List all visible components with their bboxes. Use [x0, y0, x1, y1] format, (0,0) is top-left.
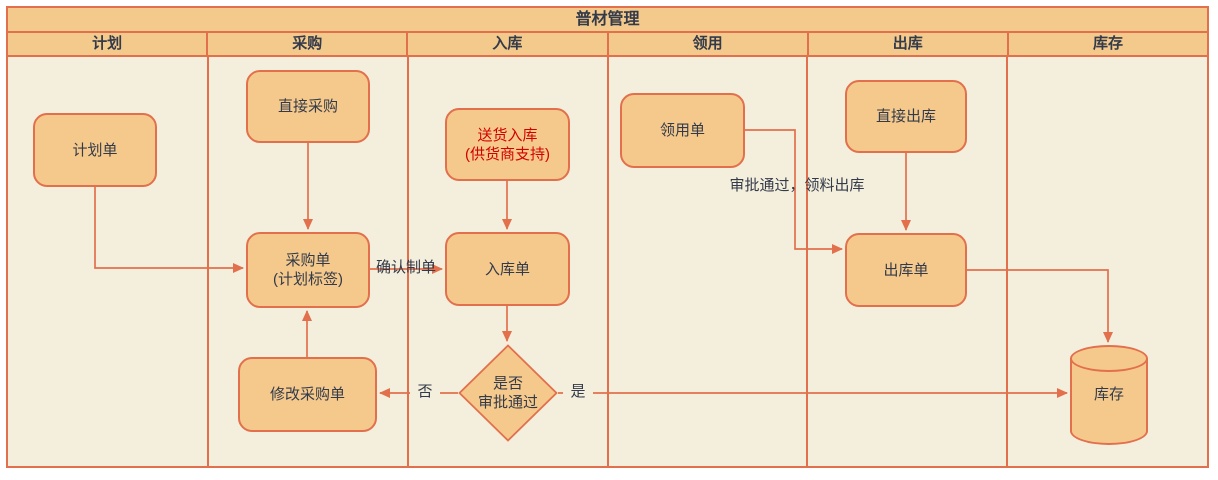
lane-divider-3: [606, 57, 609, 466]
node-plan-order-label: 计划单: [72, 141, 118, 159]
node-direct-outbound-label: 直接出库: [875, 108, 936, 125]
edge-label-yes: 是: [563, 382, 593, 402]
node-direct-purchase: 直接采购: [246, 70, 370, 143]
lane-header-inbound: 入库: [408, 33, 609, 55]
node-modify-purchase-order: 修改采购单: [238, 357, 377, 432]
node-outbound-order-label: 出库单: [883, 261, 929, 279]
diagram-body: 计划单 直接采购 采购单 (计划标签) 修改采购单 送货入库 (供货商支持) 入…: [8, 57, 1207, 466]
edge-label-confirm-order: 确认制单: [375, 259, 436, 276]
node-outbound-order: 出库单: [845, 233, 967, 307]
node-requisition-order: 领用单: [620, 93, 745, 168]
node-purchase-order-label-line1: 采购单: [285, 252, 331, 269]
lane-header-row: 计划 采购 入库 领用 出库 库存: [8, 33, 1208, 57]
node-inbound-order-label: 入库单: [484, 260, 530, 278]
edge-plan-to-purchase-order: [94, 187, 244, 273]
diagram-frame: 普材管理 计划 采购 入库 领用 出库 库存: [6, 6, 1209, 468]
lane-header-requisition: 领用: [608, 33, 809, 55]
decision-diamond-shape: [458, 344, 558, 442]
lane-header-plan: 计划: [8, 33, 209, 55]
node-purchase-order-label-line2: (计划标签): [273, 271, 343, 288]
node-plan-order: 计划单: [33, 113, 157, 187]
node-approval-decision-label-line1: 是否: [492, 375, 523, 392]
lane-divider-2: [406, 57, 409, 466]
node-requisition-order-label: 领用单: [659, 122, 705, 139]
diagram-title: 普材管理: [8, 8, 1207, 33]
edge-label-approved-outbound: 审批通过，领料出库: [729, 177, 865, 194]
edge-outbound-order-to-inventory: [967, 269, 1113, 343]
node-delivery-inbound-label-line1: 送货入库: [477, 126, 538, 144]
lane-header-outbound: 出库: [808, 33, 1009, 55]
edge-label-no: 否: [410, 382, 440, 402]
node-inbound-order: 入库单: [445, 232, 570, 306]
inventory-cylinder-body: [1070, 358, 1148, 445]
lane-divider-1: [206, 57, 209, 466]
lane-header-purchase: 采购: [208, 33, 409, 55]
lane-divider-4: [806, 57, 809, 466]
node-inventory-label: 库存: [1093, 386, 1124, 403]
node-approval-decision-label-line2: 审批通过: [477, 394, 538, 411]
node-direct-outbound: 直接出库: [845, 80, 967, 153]
lane-divider-5: [1006, 57, 1009, 466]
inventory-cylinder-top: [1070, 345, 1148, 372]
node-purchase-order: 采购单 (计划标签): [246, 232, 370, 308]
node-direct-purchase-label: 直接采购: [277, 98, 338, 115]
node-delivery-inbound-label-line2: (供货商支持): [465, 145, 550, 163]
node-approval-decision-label: 是否 审批通过: [478, 374, 538, 412]
node-delivery-inbound: 送货入库 (供货商支持): [445, 108, 570, 181]
node-approval-decision: 是否 审批通过: [458, 344, 558, 442]
node-inventory-cylinder: 库存: [1070, 345, 1148, 445]
lane-header-inventory: 库存: [1008, 33, 1208, 55]
node-modify-purchase-order-label: 修改采购单: [269, 386, 345, 403]
